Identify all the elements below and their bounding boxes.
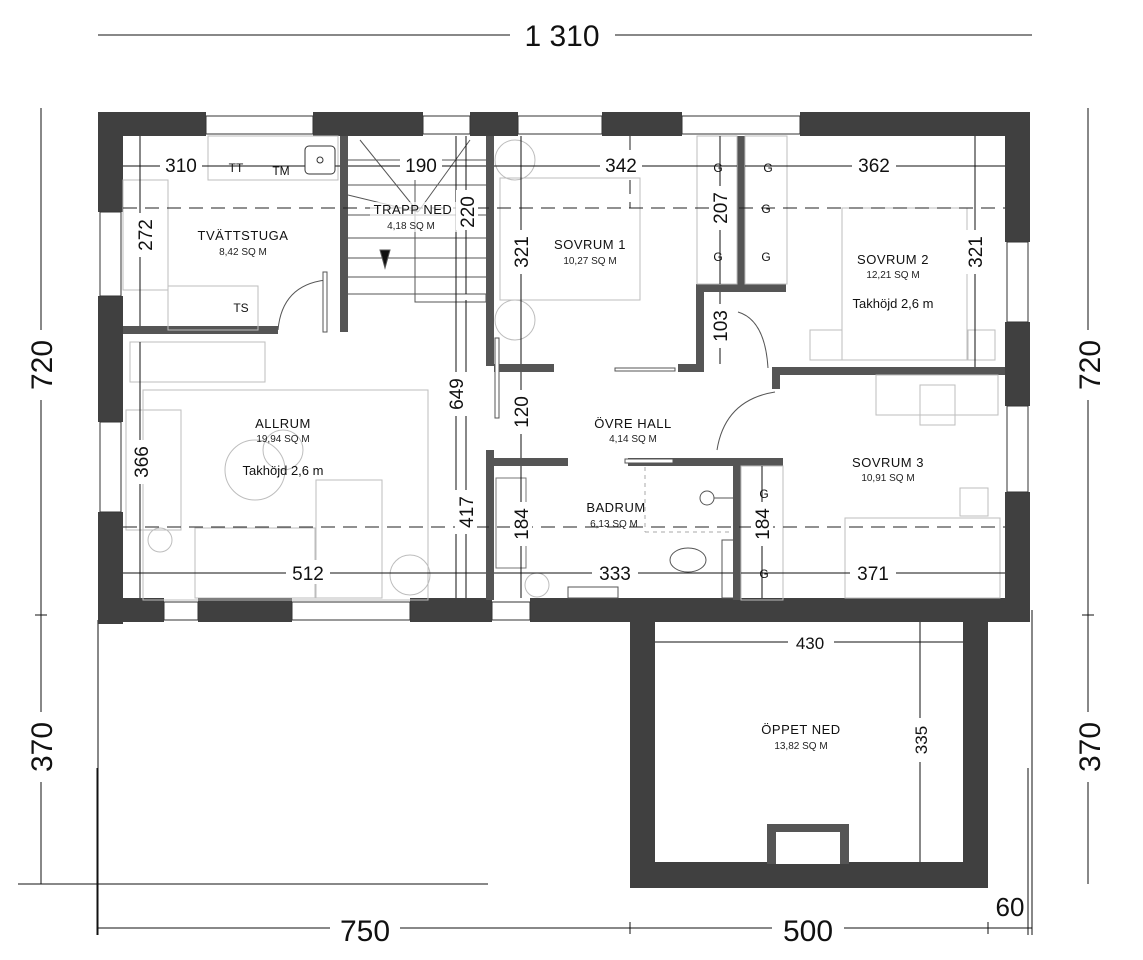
label-g-2: G [713, 250, 722, 264]
label-g-6: G [759, 487, 768, 501]
room-badrum: BADRUM 6,13 SQ M [586, 500, 645, 530]
label-tt: TT [229, 161, 244, 175]
dim-sovrum2-height: 321 [966, 236, 987, 268]
svg-text:SOVRUM 3: SOVRUM 3 [852, 455, 924, 470]
svg-text:8,42 SQ M: 8,42 SQ M [219, 247, 267, 258]
doors [277, 271, 776, 464]
dim-trapp-height: 220 [458, 196, 479, 228]
label-g-1: G [713, 161, 722, 175]
svg-text:19,94 SQ M: 19,94 SQ M [256, 434, 309, 445]
dim-sovrum1-height: 321 [512, 236, 533, 268]
dim-right-lower: 370 [1074, 722, 1107, 772]
svg-text:10,27 SQ M: 10,27 SQ M [563, 256, 616, 267]
room-sovrum-1: SOVRUM 1 10,27 SQ M [554, 237, 626, 267]
dim-sovrum3-width: 371 [857, 564, 889, 585]
fixture-labels: TT TM TS G G G G G G G [229, 145, 773, 581]
svg-text:ALLRUM: ALLRUM [255, 416, 311, 431]
dim-sovrum3-closet: 184 [753, 508, 774, 540]
room-sovrum-3: SOVRUM 3 10,91 SQ M [852, 455, 924, 484]
dim-badrum-width: 333 [599, 564, 631, 585]
dim-trapp-width: 190 [405, 156, 437, 177]
furniture [122, 135, 1001, 601]
svg-text:ÖVRE HALL: ÖVRE HALL [594, 416, 671, 431]
label-g-7: G [759, 567, 768, 581]
svg-text:6,13 SQ M: 6,13 SQ M [590, 519, 638, 530]
staircase [347, 139, 487, 303]
svg-text:SOVRUM 1: SOVRUM 1 [554, 237, 626, 252]
dim-bottom-offset: 60 [996, 892, 1025, 922]
dim-allrum-height: 366 [132, 446, 153, 478]
exterior-walls [98, 112, 1030, 888]
dim-badrum-height: 184 [512, 508, 533, 540]
dim-oppet-height: 335 [912, 726, 931, 754]
room-sovrum-2: SOVRUM 2 12,21 SQ M Takhöjd 2,6 m [853, 252, 934, 311]
dim-left-lower: 370 [26, 722, 59, 772]
dim-left-upper: 720 [26, 340, 59, 390]
svg-text:BADRUM: BADRUM [586, 500, 645, 515]
svg-text:SOVRUM 2: SOVRUM 2 [857, 252, 929, 267]
room-trapp-ned: TRAPP NED 4,18 SQ M [370, 202, 458, 232]
room-tvattstuga: TVÄTTSTUGA 8,42 SQ M [198, 228, 289, 258]
room-ovre-hall: ÖVRE HALL 4,14 SQ M [594, 416, 671, 445]
label-g-3: G [763, 161, 772, 175]
dim-sovrum2-width: 362 [858, 156, 890, 177]
dim-top-total: 1 310 [524, 20, 599, 53]
dim-bottom-left: 750 [340, 915, 390, 948]
dim-oppet-width: 430 [796, 634, 824, 653]
overall-dimensions: 1 310 750 500 60 720 370 720 370 [18, 18, 1107, 948]
label-g-5: G [761, 250, 770, 264]
label-g-4: G [761, 202, 770, 216]
label-ts: TS [233, 301, 248, 315]
room-dimension-lines: 310 272 190 220 342 321 207 103 362 321 … [123, 136, 1005, 862]
dim-sovrum1-width: 342 [605, 156, 637, 177]
dim-right-upper: 720 [1074, 340, 1107, 390]
room-oppet-ned: ÖPPET NED 13,82 SQ M [761, 722, 840, 752]
room-labels: TVÄTTSTUGA 8,42 SQ M TRAPP NED 4,18 SQ M… [198, 202, 934, 752]
dim-stair-total: 649 [447, 378, 468, 410]
ceiling-height-sovrum2: Takhöjd 2,6 m [853, 296, 934, 311]
dim-hall-notch: 103 [711, 310, 732, 342]
svg-text:4,18 SQ M: 4,18 SQ M [387, 221, 435, 232]
dim-bottom-right: 500 [783, 915, 833, 948]
svg-text:13,82 SQ M: 13,82 SQ M [774, 741, 827, 752]
dim-tvatt-height: 272 [136, 219, 157, 251]
svg-text:4,14 SQ M: 4,14 SQ M [609, 434, 657, 445]
interior-walls [123, 136, 1005, 600]
room-allrum: ALLRUM 19,94 SQ M Takhöjd 2,6 m [243, 416, 324, 478]
dim-hall-height: 120 [512, 396, 533, 428]
dim-stair-lower: 417 [457, 496, 478, 528]
sink-icon [304, 145, 336, 175]
dim-allrum-width: 512 [292, 564, 324, 585]
svg-text:10,91 SQ M: 10,91 SQ M [861, 473, 914, 484]
dim-closet-height: 207 [711, 192, 732, 224]
svg-text:TVÄTTSTUGA: TVÄTTSTUGA [198, 228, 289, 243]
svg-text:TRAPP NED: TRAPP NED [374, 202, 453, 217]
ceiling-height-allrum: Takhöjd 2,6 m [243, 463, 324, 478]
label-tm: TM [272, 164, 289, 178]
svg-text:12,21 SQ M: 12,21 SQ M [866, 270, 919, 281]
dim-tvatt-width: 310 [165, 156, 197, 177]
svg-text:ÖPPET NED: ÖPPET NED [761, 722, 840, 737]
